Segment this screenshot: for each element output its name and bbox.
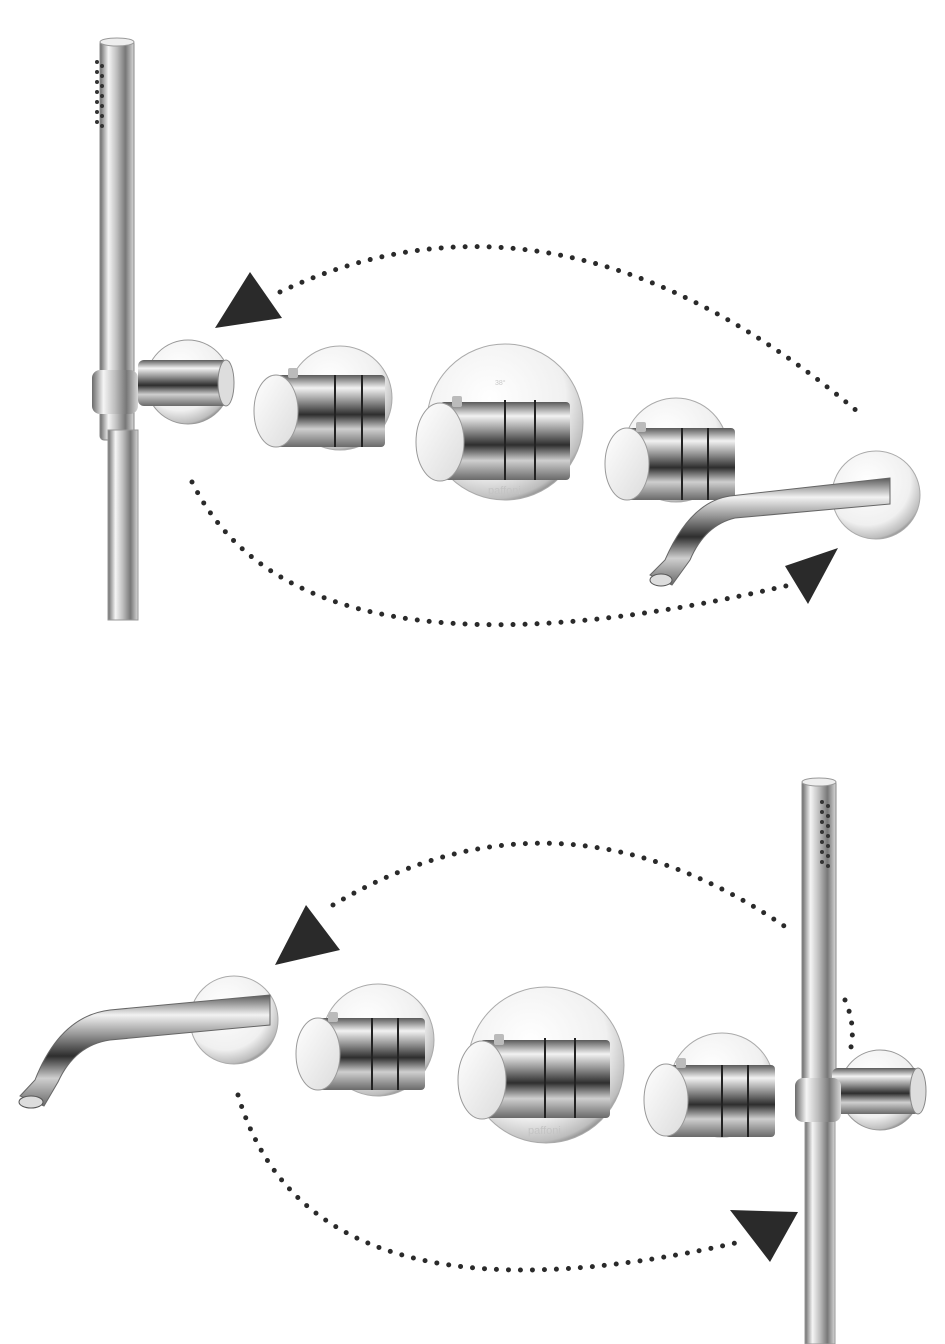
arrow-head-left-icon bbox=[275, 905, 340, 965]
diverter-knob-right bbox=[604, 397, 735, 503]
diverter-knob-left bbox=[295, 983, 435, 1097]
brand-logo: paffoni bbox=[488, 485, 521, 497]
arrow-head-left-icon bbox=[215, 272, 282, 328]
dotted-arrow-path-top bbox=[330, 840, 793, 933]
spray-nozzles bbox=[820, 800, 830, 868]
top-configuration: 38° paffoni bbox=[92, 37, 921, 628]
hand-shower bbox=[795, 777, 927, 1344]
arrow-head-right-icon bbox=[785, 548, 838, 604]
shower-holder bbox=[92, 339, 235, 425]
thermostatic-mixer: 38° paffoni bbox=[415, 343, 584, 501]
dial-marking: 38° bbox=[495, 379, 506, 387]
hand-shower bbox=[95, 37, 139, 621]
diverter-knob-left bbox=[253, 345, 393, 451]
dotted-arrow-path-bottom bbox=[189, 479, 793, 628]
dotted-arrow-path-top bbox=[277, 244, 861, 415]
arrow-head-right-icon bbox=[730, 1210, 798, 1262]
bath-spout bbox=[18, 975, 279, 1109]
brand-logo: paffoni bbox=[528, 1125, 561, 1137]
bottom-configuration: paffoni bbox=[18, 777, 927, 1344]
dotted-arrow-path-bottom bbox=[235, 1092, 743, 1273]
diverter-knob-right bbox=[643, 1032, 775, 1138]
spray-nozzles bbox=[95, 60, 104, 128]
thermostatic-mixer: paffoni bbox=[457, 986, 625, 1144]
dotted-arrow-path-side bbox=[842, 997, 855, 1061]
bath-spout bbox=[649, 450, 921, 587]
